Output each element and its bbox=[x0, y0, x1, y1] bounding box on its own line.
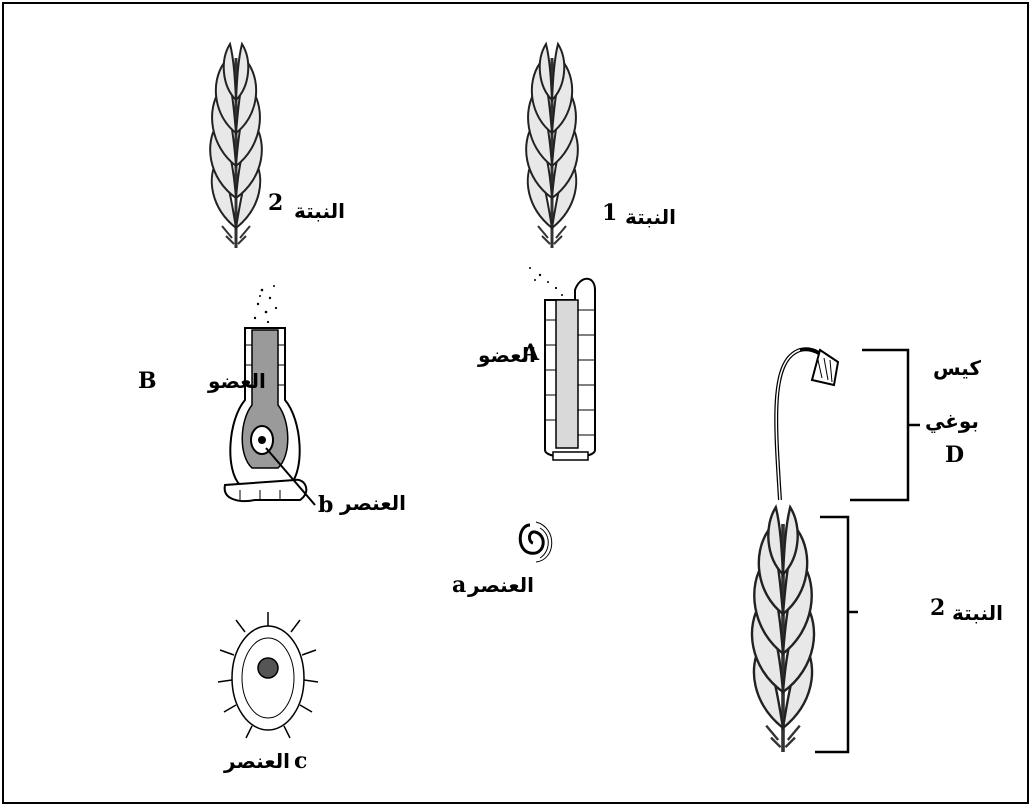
plant2-top-number: 2 bbox=[268, 190, 283, 216]
element-c-letter: c bbox=[294, 748, 307, 774]
element-a-label: العنصر bbox=[467, 573, 534, 597]
plant2-right-number: 2 bbox=[930, 595, 945, 621]
sporangium-label-line1: كيس bbox=[933, 356, 981, 380]
organ-b-label: العضو bbox=[207, 369, 266, 393]
plant2-top-label: النبتة bbox=[294, 199, 345, 223]
element-b-label: العنصر bbox=[339, 491, 406, 515]
sporangium-bracket bbox=[850, 350, 920, 500]
plant1-number: 1 bbox=[602, 200, 617, 226]
element-c-spore bbox=[218, 612, 318, 738]
element-a-sperm bbox=[520, 522, 552, 562]
organ-a-letter: A bbox=[521, 340, 540, 366]
organ-b-letter: B bbox=[138, 368, 157, 394]
element-c-label: العنصر bbox=[223, 749, 290, 773]
sporangium-label-line2: بوغي bbox=[925, 409, 979, 434]
plant1-drawing bbox=[526, 44, 578, 248]
plant2-top-drawing bbox=[210, 44, 262, 248]
sporangium-letter: D bbox=[945, 442, 964, 468]
plant2-right-bracket bbox=[815, 517, 858, 752]
element-a-letter: a bbox=[452, 572, 466, 598]
sporophyte-on-plant2 bbox=[752, 349, 838, 752]
plant2-right-label: النبتة bbox=[952, 601, 1003, 625]
element-b-letter: b bbox=[318, 492, 333, 518]
plant1-label: النبتة bbox=[625, 205, 676, 229]
organ-b-archegonium bbox=[225, 285, 315, 505]
